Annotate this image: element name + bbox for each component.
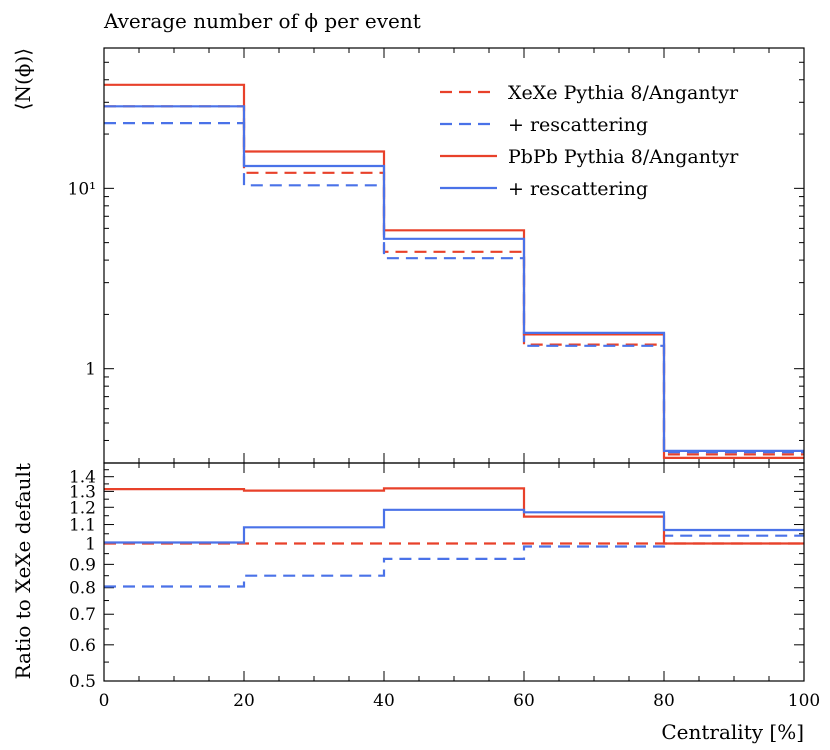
main-series-line-1 — [104, 122, 804, 454]
ratio-y-tick-label-7: 1.2 — [69, 498, 96, 518]
ratio-series-line-2 — [104, 487, 804, 545]
main-series-line-2 — [104, 83, 804, 459]
x-tick-label-0: 0 — [99, 691, 110, 711]
ratio-plot-frame — [103, 462, 805, 682]
main-panel: ⟨N(ϕ)⟩ 1 10¹ XeXe Pythia 8/Angantyr + resc… — [11, 47, 805, 464]
chart-title: Average number of ϕ per event — [103, 9, 421, 33]
legend-label-0: XeXe Pythia 8/Angantyr — [508, 82, 739, 104]
x-axis-label: Centrality [%] — [661, 720, 804, 744]
main-y-tick-label-1: 10¹ — [68, 179, 96, 199]
legend-label-1: + rescattering — [508, 114, 648, 136]
x-tick-label-3: 60 — [513, 691, 535, 711]
ratio-y-axis-label: Ratio to XeXe default — [11, 463, 35, 680]
ratio-y-tick-label-3: 0.8 — [69, 579, 96, 599]
ratio-series-line-3 — [104, 508, 804, 544]
x-tick-label-2: 40 — [373, 691, 395, 711]
legend-label-3: + rescattering — [508, 178, 648, 200]
main-y-tick-label-0: 1 — [85, 360, 96, 380]
ratio-y-tick-label-4: 0.9 — [69, 555, 96, 575]
main-series — [104, 83, 804, 459]
ratio-y-tick-label-2: 0.7 — [69, 605, 96, 625]
main-series-line-3 — [104, 105, 804, 452]
x-tick-label-4: 80 — [653, 691, 675, 711]
main-y-axis-label: ⟨N(ϕ)⟩ — [11, 48, 35, 110]
ratio-series — [104, 487, 804, 588]
x-tick-label-5: 100 — [788, 691, 820, 711]
ratio-y-tick-label-9: 1.4 — [69, 468, 96, 488]
legend-label-2: PbPb Pythia 8/Angantyr — [508, 146, 739, 168]
ratio-y-tick-label-8: 1.3 — [69, 482, 96, 502]
legend: XeXe Pythia 8/Angantyr+ rescatteringPbPb… — [440, 82, 739, 200]
ratio-ticks: 0.5 0.6 0.7 0.8 0.911.11.21.31.4 0 20 40 60 80 100 — [69, 462, 820, 711]
ratio-y-tick-label-1: 0.6 — [69, 636, 96, 656]
ratio-y-tick-label-5: 1 — [85, 534, 96, 554]
ratio-y-tick-label-0: 0.5 — [69, 672, 96, 692]
main-ticks: 1 10¹ — [68, 47, 805, 464]
main-plot-frame — [103, 47, 805, 464]
ratio-y-tick-label-6: 1.1 — [69, 516, 96, 536]
x-tick-label-1: 20 — [233, 691, 255, 711]
ratio-panel: Ratio to XeXe default 0.50.60.70.80.911.… — [11, 462, 820, 744]
